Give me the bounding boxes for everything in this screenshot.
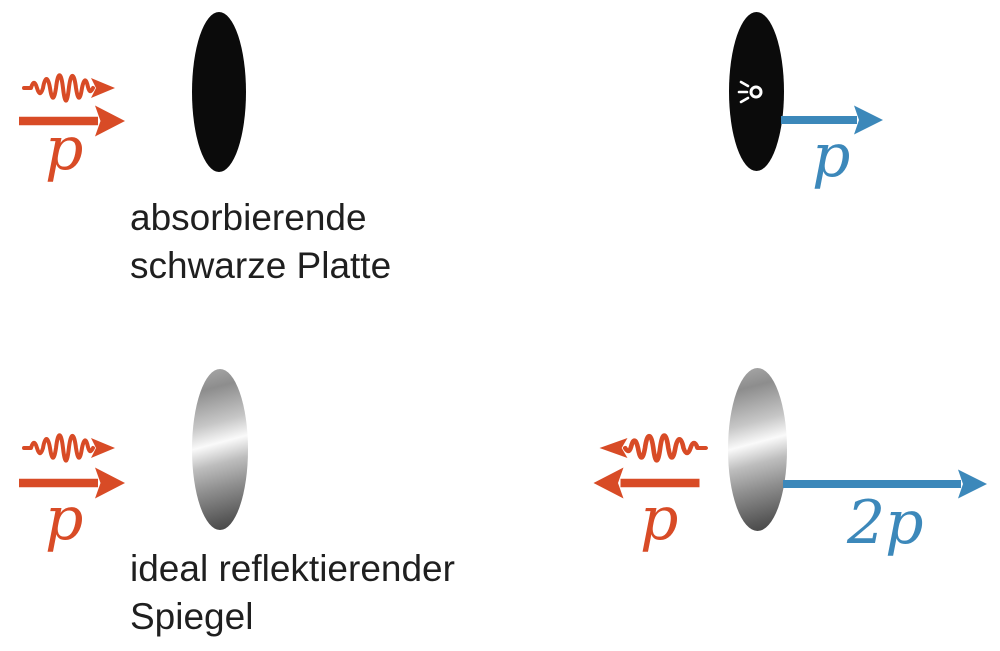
absorber-caption-line1: absorbierende — [130, 197, 367, 238]
mirror-caption-line2: Spiegel — [130, 596, 254, 637]
momentum-arrow-icon — [19, 105, 125, 137]
plate-momentum-arrow-icon — [781, 105, 883, 135]
photon-wave-arrow-icon — [22, 73, 115, 103]
reflected-momentum-arrow-icon — [593, 467, 700, 499]
momentum-arrow-icon — [19, 467, 125, 499]
absorber-caption: absorbierende schwarze Platte — [130, 194, 391, 290]
photon-wave-arrow-icon — [22, 433, 115, 463]
reflected-photon-wave-arrow-icon — [599, 433, 708, 463]
absorber-caption-line2: schwarze Platte — [130, 245, 392, 286]
mirror-momentum-label: 2p — [847, 488, 924, 558]
reflected-momentum-label: p — [640, 484, 679, 554]
black-plate — [192, 12, 246, 172]
mirror-caption-line1: ideal reflektierender — [130, 548, 455, 589]
mirror-caption: ideal reflektierender Spiegel — [130, 545, 455, 641]
plate-momentum-label: p — [812, 121, 851, 191]
mirror — [728, 368, 787, 531]
mirror — [192, 369, 248, 530]
heat-glow-icon — [737, 80, 763, 104]
momentum-label: p — [45, 114, 84, 184]
momentum-label: p — [45, 484, 84, 554]
mirror-momentum-arrow-icon — [783, 469, 987, 499]
